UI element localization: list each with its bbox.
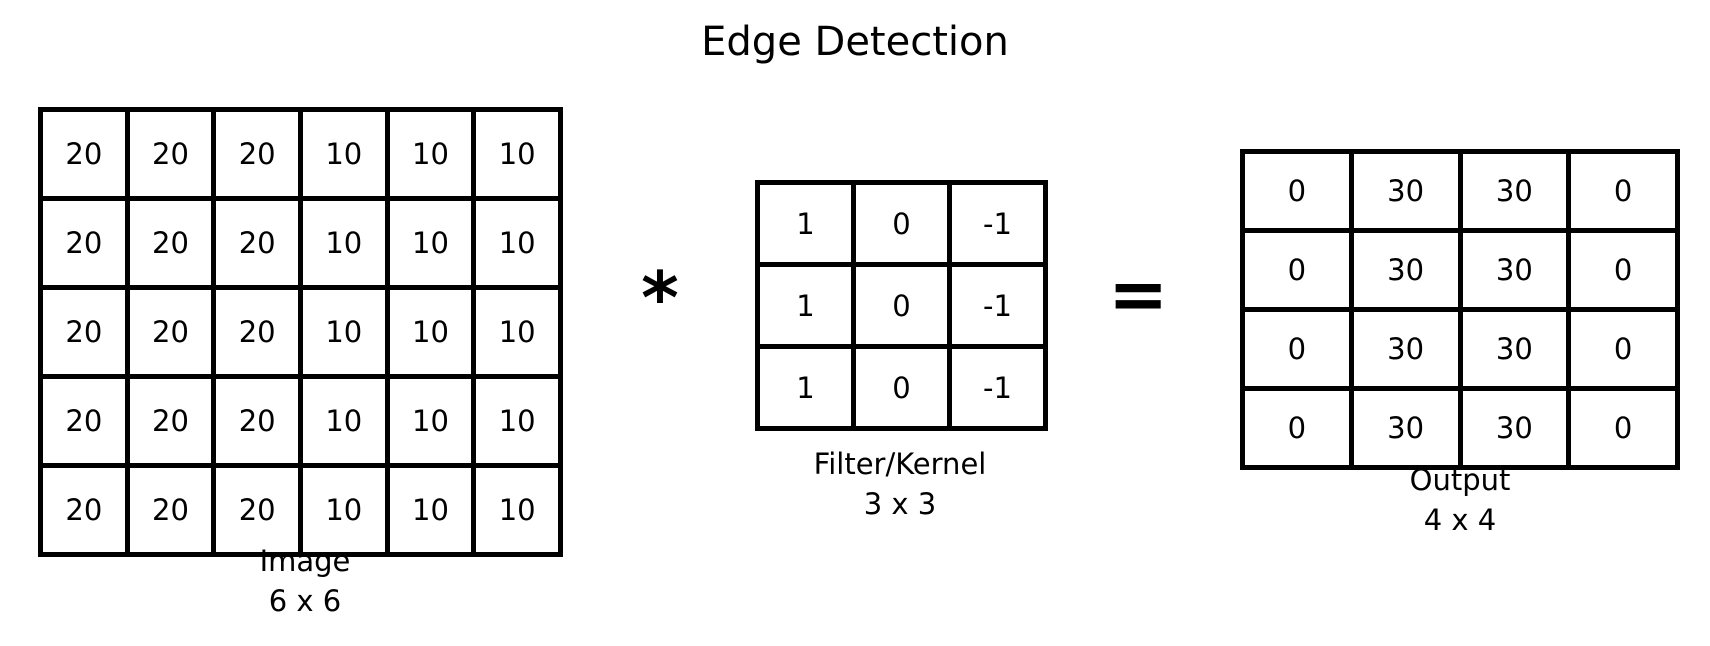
image-cell: 20 <box>211 463 303 557</box>
output-cell: 0 <box>1240 228 1354 312</box>
kernel-cell: -1 <box>947 262 1048 349</box>
kernel-cell: -1 <box>947 180 1048 267</box>
image-caption: Image 6 x 6 <box>200 541 410 621</box>
image-cell: 20 <box>124 285 217 379</box>
kernel-size: 3 x 3 <box>863 487 937 521</box>
kernel-cell: 0 <box>851 262 952 349</box>
image-cell: 10 <box>471 463 563 557</box>
image-cell: 10 <box>384 196 477 290</box>
image-cell: 10 <box>384 285 477 379</box>
image-cell: 20 <box>38 196 130 290</box>
image-cell: 20 <box>211 374 303 468</box>
image-cell: 10 <box>297 107 390 201</box>
image-cell: 10 <box>297 374 390 468</box>
convolution-operator: * <box>641 256 679 340</box>
image-cell: 20 <box>38 463 130 557</box>
output-caption: Output 4 x 4 <box>1360 460 1560 540</box>
image-size: 6 x 6 <box>268 584 342 618</box>
output-cell: 0 <box>1566 307 1680 391</box>
image-cell: 10 <box>297 285 390 379</box>
image-cell: 10 <box>471 196 563 290</box>
image-cell: 10 <box>471 374 563 468</box>
image-cell: 20 <box>124 374 217 468</box>
image-cell: 10 <box>384 107 477 201</box>
diagram-title: Edge Detection <box>701 19 1009 65</box>
output-label: Output <box>1409 463 1511 497</box>
image-cell: 20 <box>124 463 217 557</box>
kernel-label: Filter/Kernel <box>813 447 987 481</box>
output-size: 4 x 4 <box>1423 503 1497 537</box>
output-cell: 0 <box>1240 307 1354 391</box>
image-cell: 20 <box>211 107 303 201</box>
output-cell: 30 <box>1348 307 1463 391</box>
image-cell: 10 <box>471 285 563 379</box>
image-cell: 20 <box>38 285 130 379</box>
output-cell: 30 <box>1457 149 1572 233</box>
image-label: Image <box>259 544 351 578</box>
output-cell: 0 <box>1566 386 1680 470</box>
output-cell: 30 <box>1457 228 1572 312</box>
image-cell: 20 <box>124 107 217 201</box>
output-cell: 0 <box>1240 386 1354 470</box>
output-cell: 30 <box>1348 228 1463 312</box>
image-cell: 20 <box>38 107 130 201</box>
image-cell: 20 <box>211 196 303 290</box>
output-cell: 30 <box>1457 307 1572 391</box>
kernel-cell: 1 <box>755 262 856 349</box>
kernel-cell: 1 <box>755 344 856 431</box>
output-cell: 30 <box>1457 386 1572 470</box>
image-cell: 10 <box>471 107 563 201</box>
image-cell: 20 <box>211 285 303 379</box>
kernel-cell: 0 <box>851 180 952 267</box>
image-cell: 10 <box>297 196 390 290</box>
output-cell: 30 <box>1348 386 1463 470</box>
kernel-cell: 1 <box>755 180 856 267</box>
image-cell: 10 <box>384 463 477 557</box>
kernel-cell: 0 <box>851 344 952 431</box>
output-cell: 0 <box>1566 149 1680 233</box>
output-cell: 0 <box>1240 149 1354 233</box>
equals-operator: = <box>1108 252 1169 336</box>
image-cell: 10 <box>297 463 390 557</box>
output-cell: 0 <box>1566 228 1680 312</box>
image-cell: 20 <box>38 374 130 468</box>
image-cell: 20 <box>124 196 217 290</box>
kernel-caption: Filter/Kernel 3 x 3 <box>780 444 1020 524</box>
kernel-cell: -1 <box>947 344 1048 431</box>
output-cell: 30 <box>1348 149 1463 233</box>
image-cell: 10 <box>384 374 477 468</box>
